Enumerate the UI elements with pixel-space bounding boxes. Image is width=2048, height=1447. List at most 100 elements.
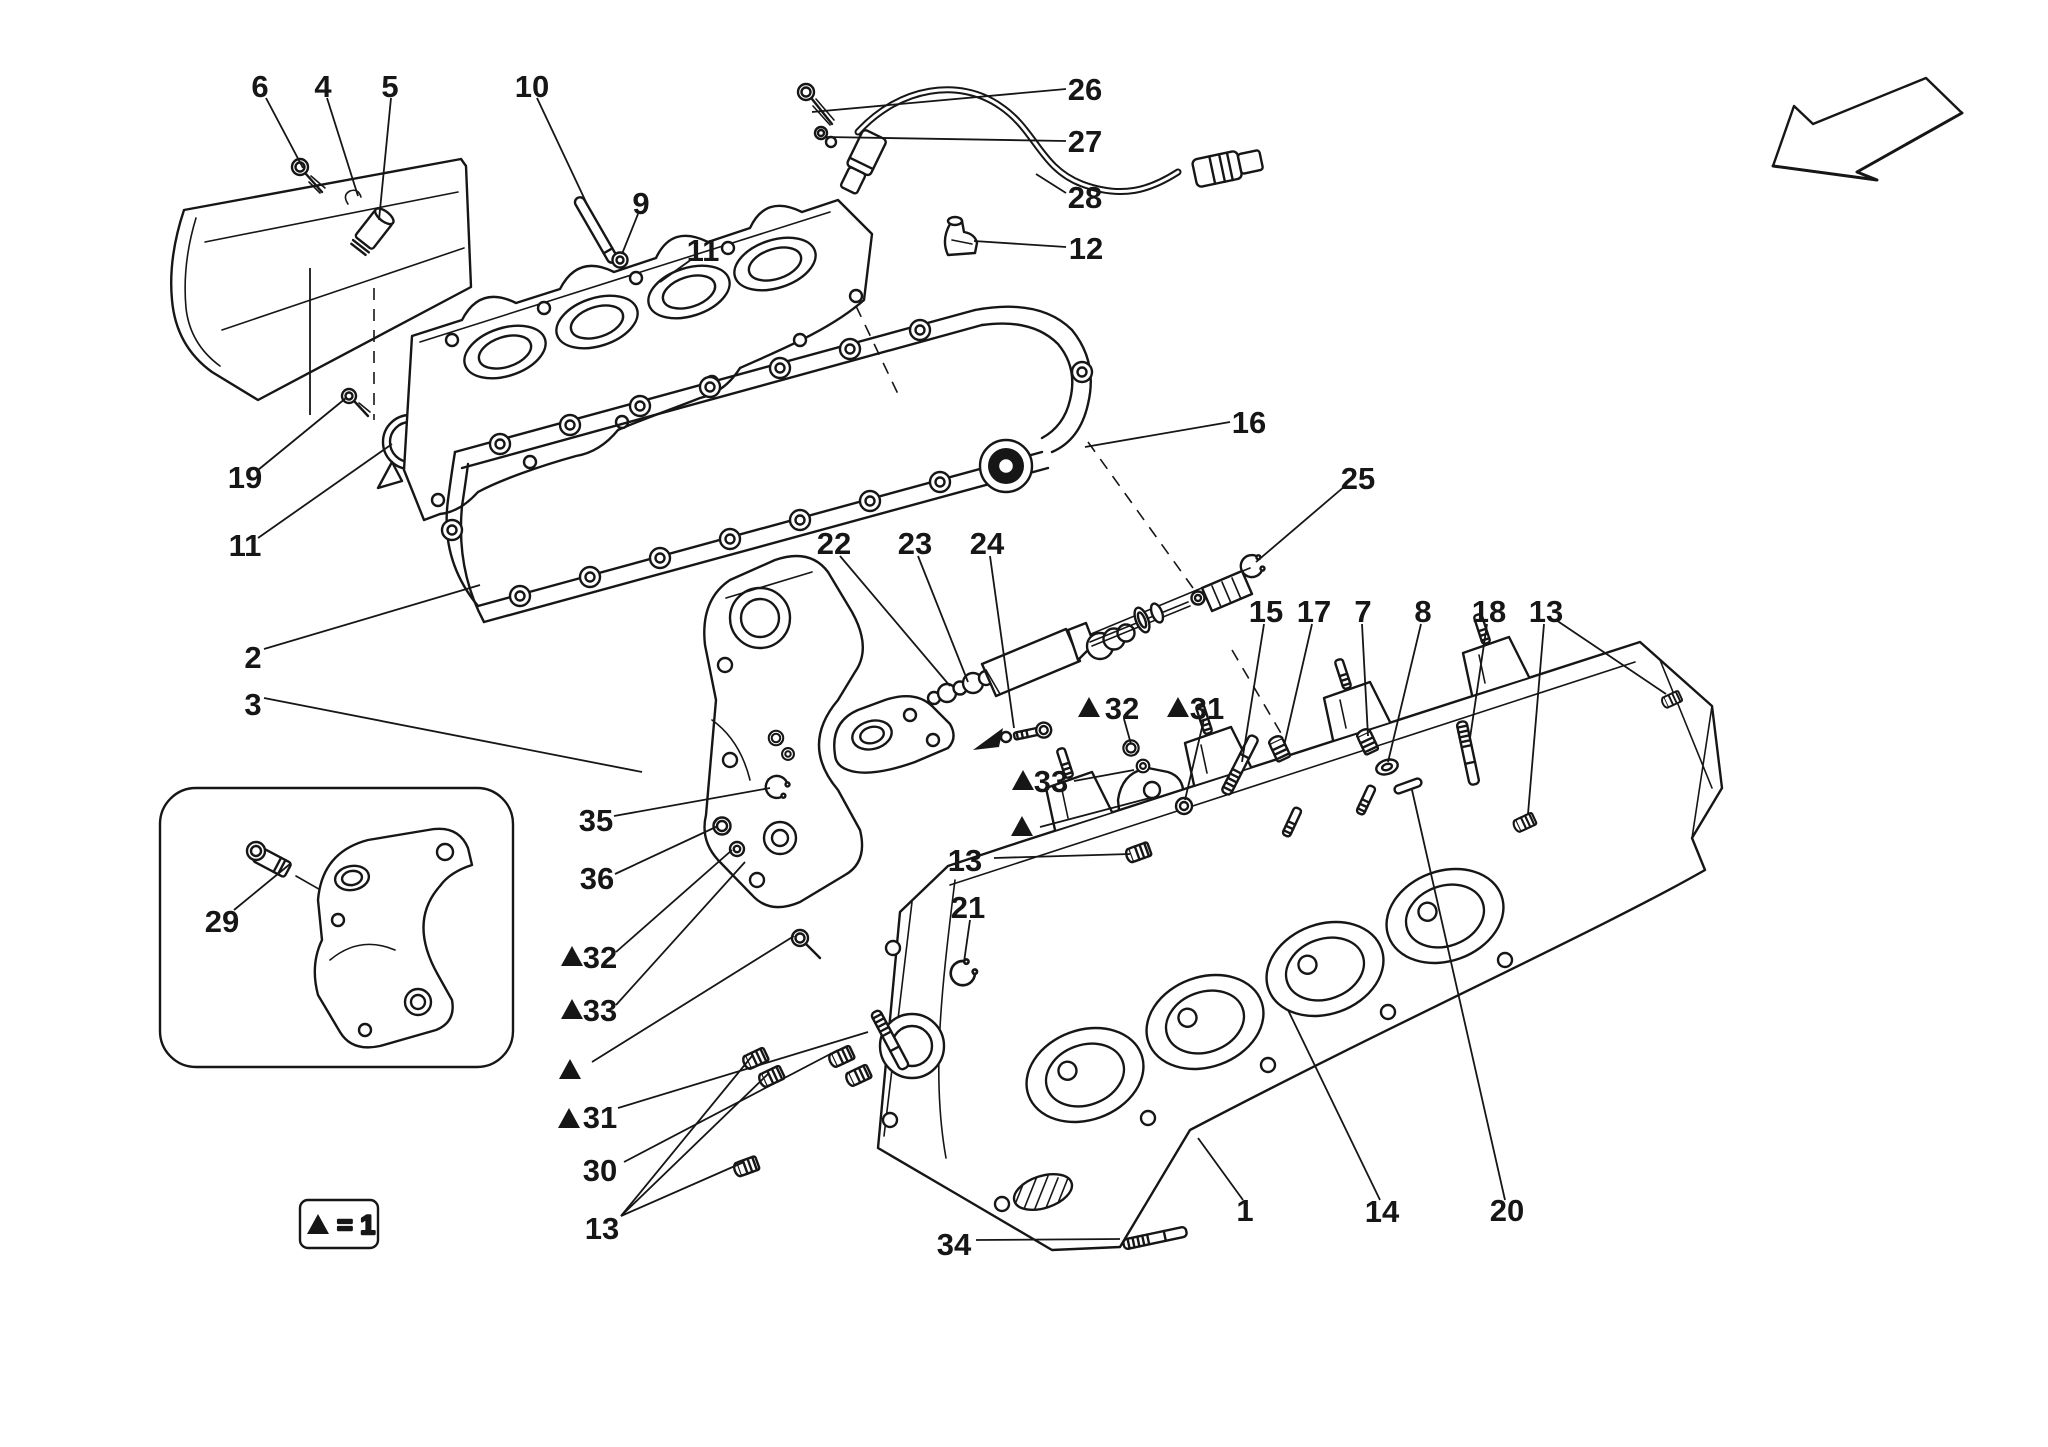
part-label-29-39: 29 xyxy=(205,904,239,939)
leader-line xyxy=(1469,623,1488,739)
leader-line xyxy=(623,1049,839,1163)
part-label-20-43: 20 xyxy=(1490,1193,1524,1228)
triangle-marker-icon xyxy=(1011,816,1033,836)
leader-line xyxy=(378,97,392,221)
leader-line xyxy=(1197,1137,1244,1201)
leader-line xyxy=(989,555,1015,729)
leader-line xyxy=(1035,173,1067,194)
part-label-26-4: 26 xyxy=(1068,72,1102,107)
triangle-marker-icon xyxy=(561,946,583,966)
part-label-33-27: 33 xyxy=(1034,764,1068,799)
leader-line xyxy=(257,443,393,539)
direction-arrow xyxy=(1771,76,1964,182)
leader-line xyxy=(963,919,971,963)
cam-cap-bracket xyxy=(833,694,955,774)
leader-line xyxy=(620,1073,769,1217)
leader-line xyxy=(591,935,795,1063)
heat-shield xyxy=(170,157,473,402)
breather-fitting-12 xyxy=(943,215,979,257)
leader-line xyxy=(1073,769,1135,782)
part-label-5-2: 5 xyxy=(381,69,398,104)
part-label-16-14: 16 xyxy=(1232,405,1266,440)
tensioner-bracket xyxy=(703,554,865,909)
part-label-6-0: 6 xyxy=(251,69,268,104)
triangle-marker-icon xyxy=(558,1108,580,1128)
leader-line xyxy=(975,1238,1121,1241)
part-label-13-38: 13 xyxy=(585,1211,619,1246)
floating-fasteners xyxy=(712,689,1684,1179)
leader-line xyxy=(1255,485,1346,563)
part-label-11-11: 11 xyxy=(229,528,262,563)
leader-line xyxy=(1287,1009,1381,1201)
part-label-32-25: 32 xyxy=(1105,691,1139,726)
solenoid-mounting-bolt-24 xyxy=(973,719,1054,750)
leader-line xyxy=(659,258,693,283)
cover-gasket xyxy=(440,305,1094,624)
sensor-cable-assembly xyxy=(796,82,1264,196)
part-label-17-20: 17 xyxy=(1297,594,1331,629)
legend-triangle-icon xyxy=(307,1214,329,1234)
construction-lines xyxy=(309,268,1286,741)
triangle-marker-icon xyxy=(1167,697,1189,717)
leader-line xyxy=(621,213,639,255)
part-label-18-23: 18 xyxy=(1472,594,1506,629)
leader-line xyxy=(1361,623,1369,737)
part-label-11-9: 11 xyxy=(687,233,720,268)
seal-ring-9 xyxy=(611,251,629,269)
triangle-marker-icon xyxy=(1012,770,1034,790)
part-label-32-33: 32 xyxy=(583,940,617,975)
leader-line xyxy=(614,825,719,875)
triangle-marker-icon xyxy=(561,999,583,1019)
legend-box: = 1 xyxy=(298,1198,380,1250)
bottom-stud-34 xyxy=(1121,1225,1189,1251)
leader-line xyxy=(973,240,1067,248)
part-label-3-13: 3 xyxy=(244,687,261,722)
part-label-10-3: 10 xyxy=(515,69,549,104)
leader-line xyxy=(917,555,969,683)
leader-line xyxy=(1123,718,1132,745)
leader-line xyxy=(811,88,1067,113)
part-label-4-1: 4 xyxy=(314,69,332,104)
triangle-marker-icon xyxy=(559,1059,581,1079)
leader-line xyxy=(613,787,771,817)
inset-box xyxy=(158,786,515,1069)
leader-line xyxy=(839,555,951,687)
part-label-9-8: 9 xyxy=(632,186,649,221)
triangle-marker-icon xyxy=(1078,697,1100,717)
shield-spacer xyxy=(344,189,395,257)
part-label-7-21: 7 xyxy=(1354,594,1371,629)
part-label-21-30: 21 xyxy=(951,890,985,925)
leader-line xyxy=(1411,789,1506,1201)
part-label-2-12: 2 xyxy=(244,640,261,675)
gasket-bosses xyxy=(440,318,1094,608)
part-label-12-7: 12 xyxy=(1069,231,1103,266)
part-label-31-36: 31 xyxy=(583,1100,617,1135)
leader-line xyxy=(1387,623,1422,763)
leader-line xyxy=(257,397,347,471)
leader-line xyxy=(263,697,643,773)
oil-drain-port xyxy=(1011,1171,1077,1217)
leader-line xyxy=(1084,421,1231,448)
valve-cover xyxy=(402,198,874,522)
leader-line xyxy=(1283,623,1313,747)
part-label-27-5: 27 xyxy=(1068,124,1102,159)
solenoid-valve-assembly xyxy=(926,550,1268,706)
leader-line xyxy=(1039,797,1151,828)
part-label-19-10: 19 xyxy=(228,460,262,495)
part-label-25-15: 25 xyxy=(1341,461,1375,496)
cylinder-head xyxy=(876,612,1724,1252)
part-label-30-37: 30 xyxy=(583,1153,617,1188)
part-label-23-17: 23 xyxy=(898,526,932,561)
leader-line xyxy=(1555,619,1667,695)
part-label-34-40: 34 xyxy=(937,1227,972,1262)
leader-line xyxy=(825,136,1067,142)
part-label-14-42: 14 xyxy=(1365,1194,1400,1229)
leader-line xyxy=(263,584,481,650)
combustion-bores xyxy=(1025,867,1514,1127)
leader-line xyxy=(617,1031,869,1109)
part-label-1-41: 1 xyxy=(1236,1193,1253,1228)
dowel-pin-20 xyxy=(1393,777,1423,795)
